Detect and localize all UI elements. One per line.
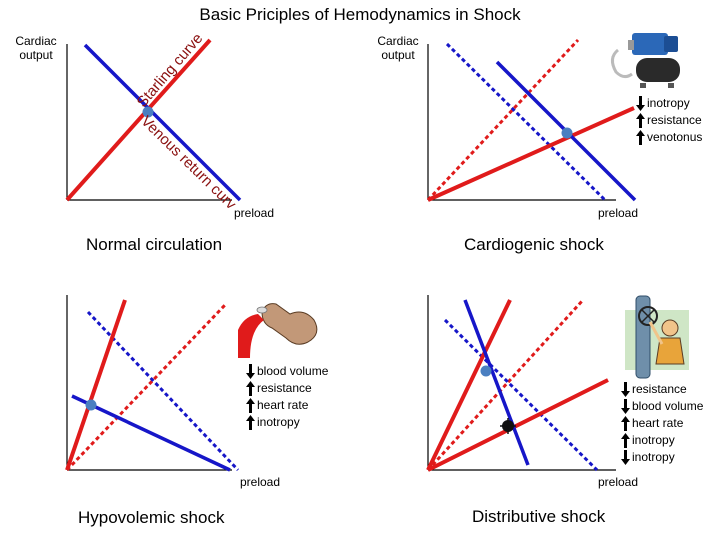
- panel-hypovolemic: [65, 295, 318, 472]
- panel-normal: Starling curve Venous return curve: [0, 1, 242, 213]
- equilibrium-point-distributive-low: [500, 418, 516, 434]
- panel-distributive: [426, 295, 689, 472]
- starling-curve-cardiogenic: [427, 106, 635, 202]
- effect-label: resistance: [257, 381, 312, 395]
- caption-hypovolemic: Hypovolemic shock: [78, 508, 225, 527]
- effect-label: resistance: [647, 113, 702, 127]
- valve-worker-icon: [625, 295, 689, 379]
- starling-curve-label: Starling curve: [134, 30, 207, 111]
- arrow-up-icon: [621, 433, 630, 448]
- effect-label: blood volume: [632, 399, 704, 413]
- pump-icon: [611, 33, 680, 88]
- effect-label: heart rate: [257, 398, 309, 412]
- venous-return-curve-distributive: [463, 299, 530, 466]
- equilibrium-point-cardiogenic: [561, 127, 573, 139]
- xlabel-hypovolemic: preload: [240, 475, 281, 489]
- normal-starling-curve-distributive: [426, 298, 585, 472]
- arrow-up-icon: [621, 416, 630, 431]
- effect-item: resistance: [636, 112, 702, 129]
- arrow-down-icon: [621, 450, 630, 465]
- effect-item: resistance: [246, 380, 328, 397]
- normal-starling-curve-hypovolemic: [65, 303, 227, 472]
- effect-item: inotropy: [246, 414, 328, 431]
- starling-curve-distributive-low: [427, 378, 609, 472]
- effect-item: venotonus: [636, 129, 702, 146]
- normal-venous-curve-distributive: [443, 318, 599, 472]
- effect-item: inotropy: [621, 432, 703, 449]
- effect-label: inotropy: [257, 415, 300, 429]
- effects-cardiogenic: inotropy resistance venotonus: [636, 95, 702, 146]
- effect-label: inotropy: [647, 96, 690, 110]
- effect-item: resistance: [621, 381, 703, 398]
- effect-item: inotropy: [636, 95, 702, 112]
- normal-venous-curve-cardiogenic: [445, 42, 607, 202]
- normal-starling-curve-cardiogenic: [426, 38, 580, 202]
- effect-item: heart rate: [621, 415, 703, 432]
- starling-curve-distributive-high: [426, 299, 512, 471]
- venous-return-curve: [83, 43, 242, 202]
- venous-return-curve-label: Venous return curve: [0, 1, 240, 213]
- equilibrium-point-distributive-high: [480, 365, 492, 377]
- effect-label: venotonus: [647, 130, 703, 144]
- effect-item: inotropy: [621, 449, 703, 466]
- effect-item: heart rate: [246, 397, 328, 414]
- equilibrium-point-normal: [142, 106, 154, 118]
- arrow-down-icon: [636, 96, 645, 111]
- arrow-down-icon: [621, 399, 630, 414]
- caption-cardiogenic: Cardiogenic shock: [464, 235, 604, 254]
- arrow-up-icon: [246, 398, 255, 413]
- effect-item: blood volume: [246, 363, 328, 380]
- caption-normal: Normal circulation: [86, 235, 223, 254]
- xlabel-cardiogenic: preload: [598, 206, 639, 220]
- effect-label: inotropy: [632, 450, 675, 464]
- xlabel-distributive: preload: [598, 475, 639, 489]
- panel-cardiogenic: [426, 33, 680, 202]
- arrow-down-icon: [621, 382, 630, 397]
- effects-distributive: resistance blood volume heart rate inotropy…: [621, 381, 703, 466]
- page-title: Basic Priciples of Hemodynamics in Shock: [199, 5, 521, 24]
- starling-curve: [65, 38, 212, 202]
- effects-hypovolemic: blood volume resistance heart rate inotropy: [246, 363, 328, 431]
- starling-curve-hypovolemic: [65, 299, 127, 471]
- equilibrium-point-hypovolemic: [85, 399, 97, 411]
- effect-label: inotropy: [632, 433, 675, 447]
- arrow-up-icon: [246, 381, 255, 396]
- pouring-flask-icon: [238, 303, 318, 358]
- arrow-up-icon: [636, 130, 645, 145]
- arrow-up-icon: [636, 113, 645, 128]
- arrow-up-icon: [246, 415, 255, 430]
- venous-return-curve-hypovolemic: [71, 394, 231, 472]
- xlabel-normal: preload: [234, 206, 275, 220]
- effect-label: resistance: [632, 382, 687, 396]
- effect-label: heart rate: [632, 416, 684, 430]
- caption-distributive: Distributive shock: [472, 507, 606, 526]
- normal-venous-curve-hypovolemic: [86, 310, 240, 472]
- effect-label: blood volume: [257, 364, 329, 378]
- effect-item: blood volume: [621, 398, 703, 415]
- arrow-down-icon: [246, 364, 255, 379]
